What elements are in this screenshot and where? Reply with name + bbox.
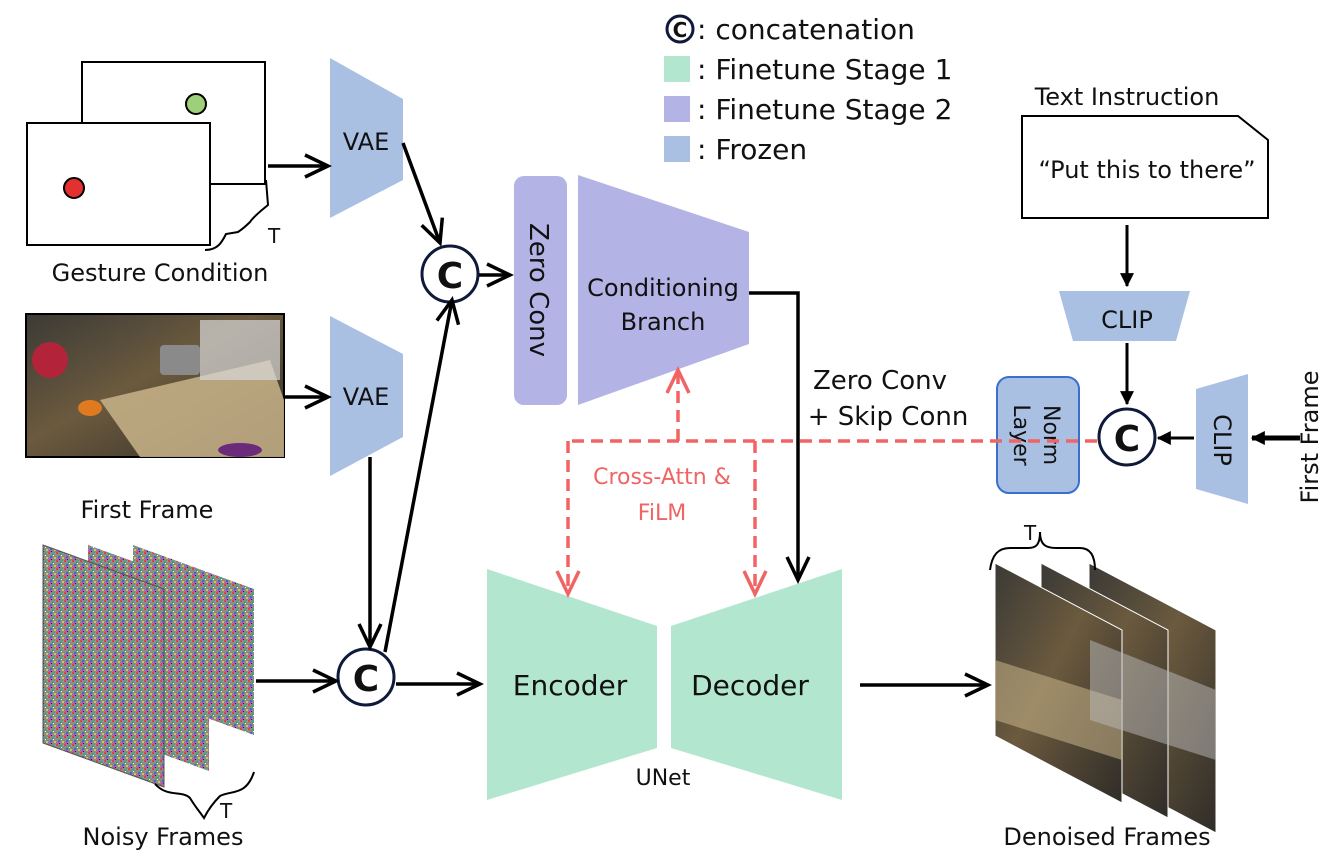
- vae-bottom: VAE: [330, 316, 403, 476]
- text-instruction-card: [1021, 115, 1269, 219]
- zero-conv-block: [514, 176, 567, 405]
- legend-concat-symbol: C: [673, 18, 688, 42]
- vae-bottom-block: [330, 316, 403, 476]
- legend-stage1-swatch: [664, 56, 690, 82]
- svg-text:C: C: [353, 659, 379, 700]
- legend: C : concatenation : Finetune Stage 1 : F…: [664, 13, 952, 166]
- legend-frozen-label: : Frozen: [697, 133, 807, 166]
- clip-text: CLIP: [1059, 291, 1190, 341]
- arrow-lower-concat-to-upper: [383, 300, 452, 653]
- cross-attn-label-2: FiLM: [638, 501, 686, 526]
- unet-encoder: Encoder: [487, 569, 657, 800]
- decoder-label: Decoder: [691, 669, 809, 702]
- layer-norm-label-1: Layer: [1008, 404, 1033, 466]
- layer-norm-block: [996, 376, 1080, 494]
- first-frame-right-label: First Frame: [1296, 371, 1324, 504]
- encoder-block: [487, 569, 657, 800]
- vae-top: VAE: [330, 58, 403, 218]
- clip-image-block: [1196, 374, 1248, 504]
- legend-frozen-swatch: [664, 136, 690, 162]
- layer-norm-label-2: Norm: [1038, 405, 1063, 465]
- gesture-point-red: [63, 177, 85, 199]
- legend-stage2-swatch: [664, 96, 690, 122]
- legend-stage2-label: : Finetune Stage 2: [697, 93, 952, 126]
- concat-node-lower: C: [336, 647, 396, 707]
- cross-attn-label-1: Cross-Attn &: [593, 465, 731, 490]
- text-instruction: Text Instruction “Put this to there”: [1021, 83, 1269, 219]
- gesture-time-label: T: [267, 224, 281, 248]
- noisy-time-label: T: [219, 799, 233, 823]
- text-prompt: “Put this to there”: [1038, 156, 1255, 184]
- noisy-time-brace: [154, 771, 255, 820]
- decoder-block: [671, 569, 842, 800]
- first-frame-label: First Frame: [81, 496, 214, 524]
- concat-node-upper: C: [420, 244, 480, 304]
- conditioning-branch: Conditioning Branch: [578, 175, 749, 405]
- zero-conv-skip-label-1: Zero Conv: [813, 366, 947, 396]
- encoder-label: Encoder: [513, 669, 628, 702]
- layer-norm: Layer Norm: [996, 376, 1080, 494]
- noisy-frames-label: Noisy Frames: [83, 823, 244, 851]
- gesture-condition-label: Gesture Condition: [52, 259, 269, 287]
- gesture-point-green: [185, 93, 207, 115]
- clip-image-label: CLIP: [1208, 414, 1236, 466]
- denoised-time-brace: [989, 531, 1096, 571]
- noisy-frame-image: [42, 544, 165, 788]
- svg-text:C: C: [1114, 419, 1140, 460]
- conditioning-branch-label-2: Branch: [621, 308, 706, 336]
- zero-conv: Zero Conv: [514, 176, 567, 405]
- vae-top-label: VAE: [343, 128, 389, 156]
- legend-concat-label: : concatenation: [697, 13, 915, 46]
- zero-conv-label: Zero Conv: [523, 223, 553, 357]
- denoised-time-label: T: [1023, 521, 1037, 545]
- svg-text:C: C: [437, 256, 463, 297]
- text-instruction-label: Text Instruction: [1034, 83, 1220, 111]
- unet-label: UNet: [636, 766, 691, 791]
- gesture-time-brace: [204, 179, 270, 251]
- conditioning-branch-block: [578, 175, 749, 405]
- clip-image: CLIP: [1196, 374, 1248, 504]
- zero-conv-skip-label-2: + Skip Conn: [808, 402, 969, 432]
- dashed-conditioning: [568, 370, 1097, 594]
- arrows: [256, 142, 1300, 685]
- conditioning-branch-label-1: Conditioning: [587, 274, 739, 302]
- clip-text-label: CLIP: [1101, 306, 1153, 334]
- clip-text-block: [1059, 291, 1190, 341]
- vae-bottom-label: VAE: [343, 383, 389, 411]
- first-frame: First Frame: [25, 313, 285, 524]
- gesture-condition: T Gesture Condition: [26, 61, 281, 287]
- denoised-frames-label: Denoised Frames: [1003, 823, 1210, 851]
- concat-node-right: C: [1097, 407, 1157, 467]
- unet-decoder: Decoder: [671, 569, 842, 800]
- legend-concat-icon: [665, 14, 695, 44]
- denoised-frames: T Denoised Frames: [989, 521, 1217, 851]
- arrow-branch-to-decoder: [749, 291, 798, 580]
- arrow-vae-to-concat: [401, 142, 440, 243]
- gesture-frame-front: [26, 122, 211, 246]
- legend-stage1-label: : Finetune Stage 1: [697, 53, 952, 86]
- vae-top-block: [330, 58, 403, 218]
- noisy-frames: T Noisy Frames: [42, 544, 255, 851]
